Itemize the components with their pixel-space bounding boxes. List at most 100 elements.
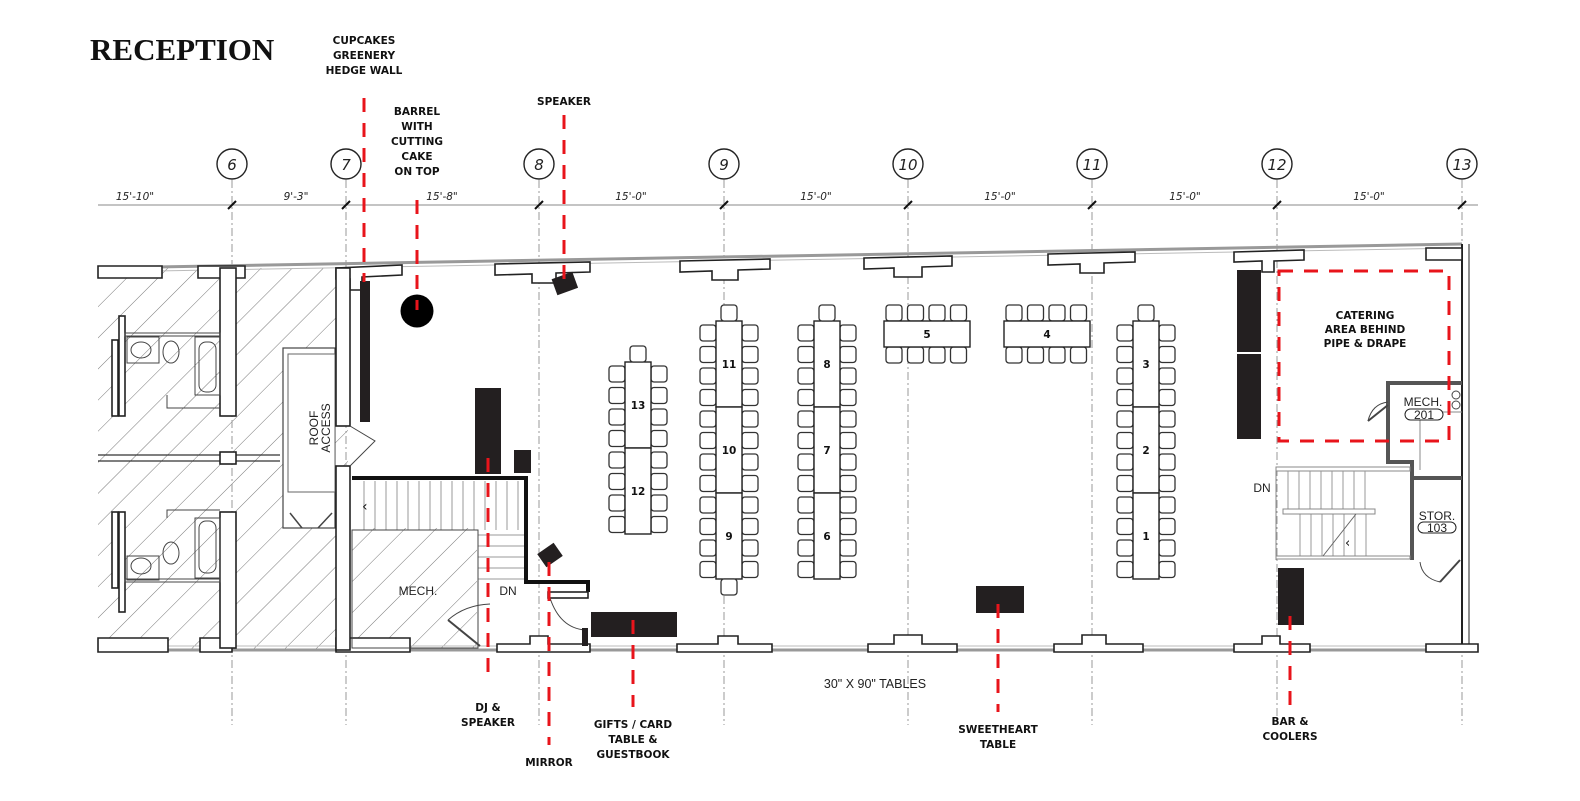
table-top (813, 492, 841, 580)
guest-table[interactable]: 1 (1116, 492, 1176, 580)
dimension-text: 15'-0" (1353, 191, 1385, 203)
guest-table[interactable]: 9 (699, 492, 759, 580)
chair (1026, 304, 1045, 322)
chair (1116, 367, 1134, 385)
callout-line: HEDGE WALL (326, 65, 403, 77)
table-number: 6 (823, 531, 830, 543)
chair (839, 367, 857, 385)
table-number: 7 (823, 445, 830, 457)
guest-table[interactable]: 4 (1003, 304, 1091, 364)
guest-table[interactable]: 5 (883, 304, 971, 364)
dimension-tick (1087, 200, 1097, 210)
table-number: 4 (1043, 329, 1050, 341)
chair (741, 367, 759, 385)
speaker-top[interactable] (551, 271, 579, 296)
chair (906, 346, 925, 364)
callout-line: TABLE (980, 739, 1016, 751)
callout-dj-speaker: DJ &SPEAKER (461, 702, 515, 729)
stair-arrow-icon: ‹ (362, 499, 368, 515)
bar-coolers[interactable] (1278, 568, 1304, 625)
tables-size-note: 30" X 90" TABLES (824, 677, 926, 691)
dimension-text: 15'-8" (426, 191, 458, 203)
callout-mirror: MIRROR (525, 757, 573, 769)
chair (1005, 346, 1023, 364)
chair (839, 431, 857, 450)
dimension-tick (1272, 200, 1282, 210)
chair (797, 539, 815, 557)
chair (608, 451, 626, 469)
chair (1158, 539, 1176, 557)
grid-bubble (892, 148, 924, 180)
cupcake-hedge-wall[interactable] (360, 281, 370, 422)
dimension-tick (534, 200, 544, 210)
dimension-tick (227, 200, 237, 210)
grid-bubble (216, 148, 248, 180)
callout-line: SPEAKER (537, 96, 591, 108)
chair (1158, 560, 1176, 579)
chair (1158, 367, 1176, 385)
grid-number: 13 (1452, 156, 1471, 174)
chair (699, 410, 717, 428)
guest-table[interactable]: 12 (608, 447, 668, 535)
guest-table[interactable]: 10 (699, 406, 759, 494)
mirror[interactable] (537, 542, 563, 568)
wall-grid-7-north (335, 267, 351, 427)
chair (839, 474, 857, 493)
chair (797, 431, 815, 450)
dj-speaker[interactable] (514, 450, 531, 473)
hatched-mech-area (352, 528, 477, 648)
chair (608, 515, 626, 534)
chair (797, 367, 815, 385)
chair (741, 410, 759, 428)
chair (1116, 410, 1134, 428)
table-top (1132, 320, 1160, 408)
chair (741, 560, 759, 579)
guest-table[interactable]: 13 (608, 361, 668, 449)
table-top (1132, 406, 1160, 494)
chair (741, 539, 759, 557)
chair (1158, 453, 1176, 471)
south-pilasters (97, 634, 1479, 653)
page-title: RECEPTION (90, 32, 274, 67)
chair (608, 429, 626, 448)
chair (741, 453, 759, 471)
guest-table[interactable]: 11 (699, 320, 759, 408)
cake-barrel[interactable] (400, 294, 434, 328)
guest-table[interactable]: 8 (797, 320, 857, 408)
chair (608, 386, 626, 405)
chair (839, 539, 857, 557)
chair (650, 386, 668, 405)
chair (797, 496, 815, 514)
chair (1158, 517, 1176, 536)
dimension-text: 9'-3" (284, 191, 309, 203)
table-number: 12 (631, 486, 646, 498)
table-top (715, 320, 743, 408)
guest-table[interactable]: 2 (1116, 406, 1176, 494)
callout-line: CUPCAKES (333, 35, 396, 47)
chair (608, 472, 626, 491)
table-number: 13 (631, 400, 646, 412)
dn-right-label: DN (1253, 481, 1270, 495)
chair (699, 560, 717, 579)
callout-line: GIFTS / CARD (594, 719, 672, 731)
guest-table[interactable]: 3 (1116, 320, 1176, 408)
catering-drape-panel-2[interactable] (1237, 354, 1261, 439)
chair (1116, 324, 1134, 342)
guest-table[interactable]: 6 (797, 492, 857, 580)
chair (699, 496, 717, 514)
table-number: 1 (1142, 531, 1149, 543)
chair (1116, 517, 1134, 536)
stair-arrow-right-icon: ‹ (1345, 536, 1350, 551)
dimension-text: 15'-0" (800, 191, 832, 203)
guest-table[interactable]: 7 (797, 406, 857, 494)
callout-line: COOLERS (1262, 731, 1317, 743)
chair (1116, 496, 1134, 514)
catering-drape-panel-1[interactable] (1237, 270, 1261, 352)
callout-line: DJ & (475, 702, 500, 714)
chair (949, 304, 968, 322)
chair (797, 410, 815, 428)
chair (608, 494, 626, 512)
sweetheart-table[interactable] (976, 586, 1024, 613)
